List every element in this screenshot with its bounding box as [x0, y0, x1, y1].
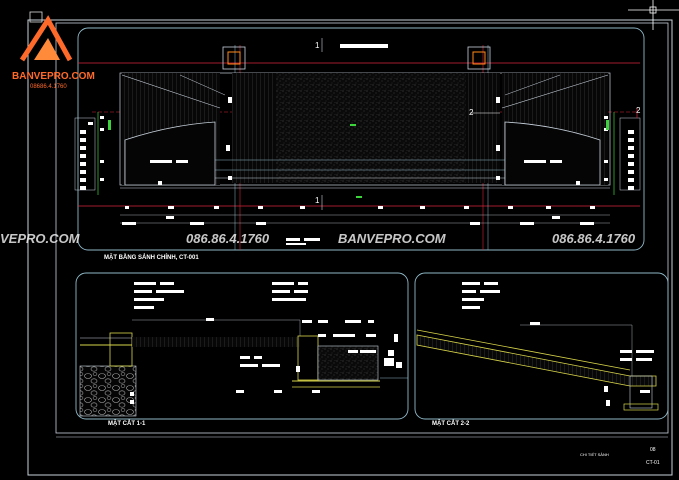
section-2-2-title: MẶT CẮT 2-2 [432, 421, 470, 427]
watermark-phone-left: 086.86.4.1760 [186, 231, 270, 246]
marker-1-top: 1 [315, 41, 320, 50]
section-1-1-title: MẶT CẮT 1-1 [108, 421, 146, 427]
watermark-site-center: BANVEPRO.COM [338, 231, 446, 246]
section-2-2 [414, 272, 669, 420]
plan-view [74, 27, 645, 251]
marker-1-bottom: 1 [315, 196, 320, 205]
brand-name: BANVEPRO.COM [12, 71, 95, 82]
plan-title: MẶT BẰNG SẢNH CHÍNH, CT-001 [104, 255, 199, 261]
brand-logo-shape [19, 11, 73, 62]
watermark-phone-right: 086.86.4.1760 [552, 231, 636, 246]
annotations [80, 44, 654, 406]
marker-2-left: 2 [469, 108, 474, 117]
watermark-site-left: VEPRO.COM [0, 231, 80, 246]
titleblock-num: 08 [650, 447, 656, 453]
crosshair-cursor-icon [628, 0, 679, 30]
brand-phone: 08686.4.1760 [30, 84, 67, 90]
marker-2-right: 2 [636, 106, 641, 115]
section-1-1 [75, 272, 409, 420]
titleblock-sheet: CHI TIẾT SẢNH [580, 452, 609, 457]
titleblock-code: CT-01 [646, 460, 660, 466]
inner-frame [55, 22, 669, 434]
outer-frame [27, 19, 673, 476]
